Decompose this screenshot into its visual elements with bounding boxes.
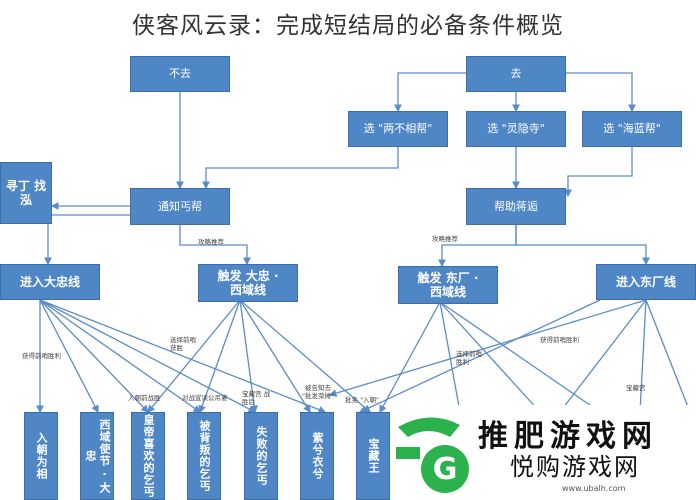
leaf-emperor-favorite: 皇帝喜欢的乞丐 bbox=[131, 412, 165, 500]
node-help: 帮助蒋逅 bbox=[466, 188, 566, 225]
node-dongchang-line: 进入东厂线 bbox=[596, 264, 696, 300]
edge-label: 宝藏宫 bbox=[626, 384, 646, 392]
node-side: 寻丁 找泓 bbox=[0, 162, 52, 224]
leaf-envoy: 西域使节 · 大忠 bbox=[80, 412, 114, 500]
leaf-betrayed: 被背叛的乞丐 bbox=[187, 412, 221, 500]
node-notify-beggars: 通知丐帮 bbox=[130, 188, 230, 225]
leaf-prime-minister: 入朝为相 bbox=[24, 412, 58, 500]
watermark-text-top: 推肥游戏网 bbox=[478, 419, 658, 454]
node-trigger-right: 触发 东厂 · 西域线 bbox=[398, 266, 498, 304]
leaf-purple-robe: 紫兮衣兮 bbox=[300, 412, 334, 500]
node-dazhong-line: 进入大忠线 bbox=[0, 264, 100, 300]
edge-label: 选择前哨 获胜 bbox=[170, 336, 196, 352]
node-trigger-left: 触发 大忠 · 西域线 bbox=[198, 264, 298, 302]
edge-label: 获得前哨胜利 bbox=[22, 352, 61, 360]
edge-label: 宝藏宫 战胜后 bbox=[242, 390, 271, 406]
node-choose-neutral: 选 "两不相帮" bbox=[348, 111, 448, 147]
watermark: G 推肥游戏网 悦购游戏网 www.ubalh.com bbox=[390, 405, 696, 500]
leaf-failed: 失败的乞丐 bbox=[244, 412, 278, 500]
edge-label: 选择前哨 胜利 bbox=[456, 350, 482, 366]
edge-label: 攻略推荐 bbox=[432, 235, 458, 243]
leaf-treasure-king: 宝藏王 bbox=[356, 412, 390, 500]
watermark-url: www.ubalh.com bbox=[562, 484, 626, 493]
svg-text:G: G bbox=[433, 452, 458, 487]
edge-label: 获得前哨胜利 bbox=[540, 336, 579, 344]
node-choose-lingyin: 选 "灵隐寺" bbox=[466, 111, 566, 147]
edge-label: 入朝前战胜 bbox=[128, 394, 161, 402]
edge-label: 被告知去 "批发菜摊" bbox=[302, 384, 334, 400]
page-title: 侠客风云录：完成短结局的必备条件概览 bbox=[132, 13, 564, 39]
node-not-go: 不去 bbox=[130, 56, 230, 92]
node-choose-hailan: 选 "海蓝帮" bbox=[582, 111, 682, 147]
edge-label: 对战宣读公吊宴 bbox=[182, 394, 228, 402]
watermark-text-bottom: 悦购游戏网 bbox=[510, 453, 640, 481]
node-go: 去 bbox=[466, 56, 566, 92]
edge-label: 攻略推荐 bbox=[198, 238, 224, 246]
watermark-logo-icon: G bbox=[396, 417, 469, 493]
edge-label: 批卖 "入朝" bbox=[345, 396, 380, 404]
